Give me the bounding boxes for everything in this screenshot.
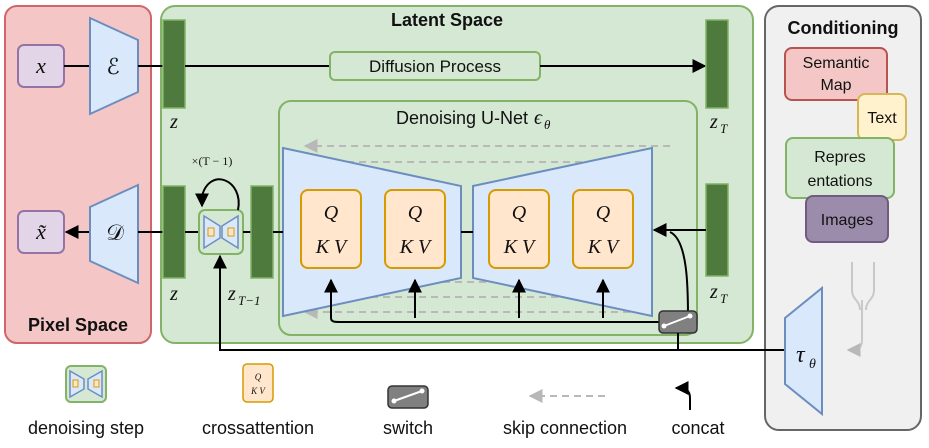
unet-label: Denoising U-Net	[396, 108, 528, 128]
kv-label: K V	[503, 236, 537, 258]
latent-zt1-bar	[250, 185, 274, 279]
images-label: Images	[821, 212, 873, 229]
unet-epsilon-symbol: ϵ	[534, 107, 543, 129]
x-symbol: x	[35, 53, 46, 78]
decoder-node: 𝒟	[89, 183, 139, 285]
zt-label-top: z	[709, 111, 718, 133]
decoder-symbol: 𝒟	[106, 220, 124, 245]
legend: denoising step Q K V crossattention swit…	[28, 363, 725, 438]
semantic-map-label-2: Map	[820, 77, 851, 94]
repeat-label: ×(T − 1)	[192, 154, 233, 168]
latent-z-bar-bottom	[162, 185, 186, 279]
q-label: Q	[408, 202, 423, 224]
q-label: Q	[512, 202, 527, 224]
q-label: Q	[324, 202, 339, 224]
representations-label-2: entations	[808, 173, 873, 190]
denoising-step-node	[198, 209, 244, 255]
legend-crossattention-label: crossattention	[202, 418, 314, 438]
latent-z-bar-top	[162, 19, 186, 109]
semantic-map-label-1: Semantic	[803, 55, 870, 72]
diffusion-process-label: Diffusion Process	[369, 57, 501, 76]
latent-space-label: Latent Space	[391, 10, 503, 30]
legend-skip-label: skip connection	[503, 418, 627, 438]
tau-sub: θ	[809, 357, 816, 372]
x-tilde-symbol: x̃	[35, 219, 46, 244]
tau-encoder-node: τ θ	[784, 285, 823, 417]
representations-item: Repres entations	[785, 137, 895, 199]
crossattention-block-4: Q K V	[572, 189, 634, 269]
legend-denoising-step: denoising step	[28, 365, 144, 438]
cond-bus	[330, 317, 660, 323]
crossattention-block-3: Q K V	[488, 189, 550, 269]
unet-epsilon-subscript: θ	[544, 117, 551, 132]
kv-label: K V	[587, 236, 621, 258]
concat-curve	[669, 231, 689, 319]
z-label-top: z	[169, 111, 178, 133]
representations-label-1: Repres	[814, 149, 866, 166]
legend-concat: concat	[671, 381, 725, 438]
z-label-bottom: z	[169, 283, 178, 305]
encoder-symbol: ℰ	[106, 54, 119, 79]
text-item: Text	[857, 93, 907, 141]
images-item: Images	[805, 195, 889, 243]
tau-to-step-arrow	[213, 254, 785, 351]
x-node: x	[17, 44, 65, 88]
zt-label-right: z	[709, 281, 718, 303]
tau-symbol: τ	[796, 342, 806, 368]
legend-q: Q	[255, 372, 262, 382]
legend-switch: switch	[383, 385, 433, 438]
text-label: Text	[867, 110, 897, 127]
legend-crossattention: Q K V crossattention	[202, 363, 314, 438]
q-label: Q	[596, 202, 611, 224]
zt-sub-top: T	[720, 121, 728, 136]
zt1-label: z	[227, 283, 236, 305]
encoder-node: ℰ	[89, 16, 139, 116]
zt-sub-right: T	[720, 291, 728, 306]
conditioning-label: Conditioning	[788, 18, 899, 38]
latent-zt-bar-top	[705, 19, 729, 109]
x-tilde-node: x̃	[17, 210, 65, 254]
zt1-sub: T−1	[238, 293, 261, 308]
loop-arrow	[195, 178, 240, 211]
crossattention-block-2: Q K V	[384, 189, 446, 269]
legend-switch-label: switch	[383, 418, 433, 438]
legend-kv: K V	[250, 386, 266, 396]
legend-denoising-step-label: denoising step	[28, 418, 144, 438]
latent-zt-bar-right	[705, 183, 729, 277]
legend-concat-label: concat	[671, 418, 724, 438]
conditioning-gray-routing	[846, 262, 875, 357]
legend-skip-connection: skip connection	[503, 389, 627, 438]
conditioning-routing	[324, 231, 689, 323]
crossattention-block-1: Q K V	[300, 189, 362, 269]
pixel-space-label: Pixel Space	[28, 315, 128, 335]
semantic-map-item: Semantic Map	[784, 47, 888, 101]
diffusion-process-box: Diffusion Process	[329, 51, 541, 81]
kv-label: K V	[315, 236, 349, 258]
switch-node	[658, 310, 698, 334]
kv-label: K V	[399, 236, 433, 258]
